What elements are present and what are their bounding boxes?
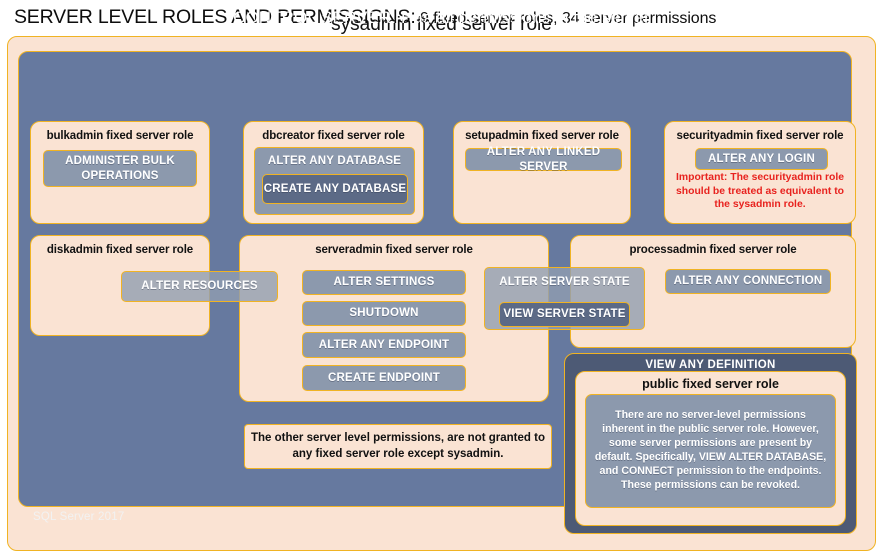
permission-shutdown: SHUTDOWN [302,301,466,326]
role-box-securityadmin: securityadmin fixed server role ALTER AN… [664,121,856,224]
permission-create-endpoint: CREATE ENDPOINT [302,365,466,391]
other-permissions-note: The other server level permissions, are … [244,424,552,469]
permission-alter-resources: ALTER RESOURCES [121,271,278,302]
permission-view-any-definition: VIEW ANY DEFINITION [645,359,776,371]
permission-administer-bulk-operations: ADMINISTER BULK OPERATIONS [43,150,197,187]
product-version-label: SQL Server 2017 [33,511,125,523]
role-label-diskadmin: diskadmin fixed server role [46,244,194,256]
control-server-label: CONTROL SERVER: Has all permissions in t… [233,8,650,27]
role-label-processadmin: processadmin fixed server role [629,244,797,256]
permission-alter-any-connection: ALTER ANY CONNECTION [665,269,831,294]
role-label-setupadmin: setupadmin fixed server role [465,130,619,142]
permission-alter-any-endpoint: ALTER ANY ENDPOINT [302,332,466,358]
role-box-dbcreator: dbcreator fixed server role ALTER ANY DA… [243,121,424,224]
role-label-securityadmin: securityadmin fixed server role [676,130,844,142]
role-label-public: public fixed server role [642,377,779,391]
role-label-serveradmin: serveradmin fixed server role [315,244,473,256]
permission-alter-settings: ALTER SETTINGS [302,270,466,295]
diagram-header: SERVER LEVEL ROLES AND PERMISSIONS: 9 fi… [14,6,716,29]
permission-create-any-database: CREATE ANY DATABASE [262,174,408,204]
securityadmin-warning-text: Important: The securityadmin role should… [675,172,845,211]
sysadmin-role-label: sysadmin fixed server role [331,14,552,35]
page-subtitle: 9 fixed server roles, 34 server permissi… [420,10,717,27]
permission-view-server-state: VIEW SERVER STATE [499,302,630,327]
page-title: SERVER LEVEL ROLES AND PERMISSIONS: [14,6,416,28]
permission-alter-any-login: ALTER ANY LOGIN [695,148,828,170]
public-role-note: There are no server-level permissions in… [585,394,836,508]
role-box-setupadmin: setupadmin fixed server role ALTER ANY L… [453,121,631,224]
role-label-bulkadmin: bulkadmin fixed server role [46,130,194,142]
permission-alter-any-linked-server: ALTER ANY LINKED SERVER [465,146,622,173]
role-label-dbcreator: dbcreator fixed server role [262,130,405,142]
role-box-bulkadmin: bulkadmin fixed server role ADMINISTER B… [30,121,210,224]
